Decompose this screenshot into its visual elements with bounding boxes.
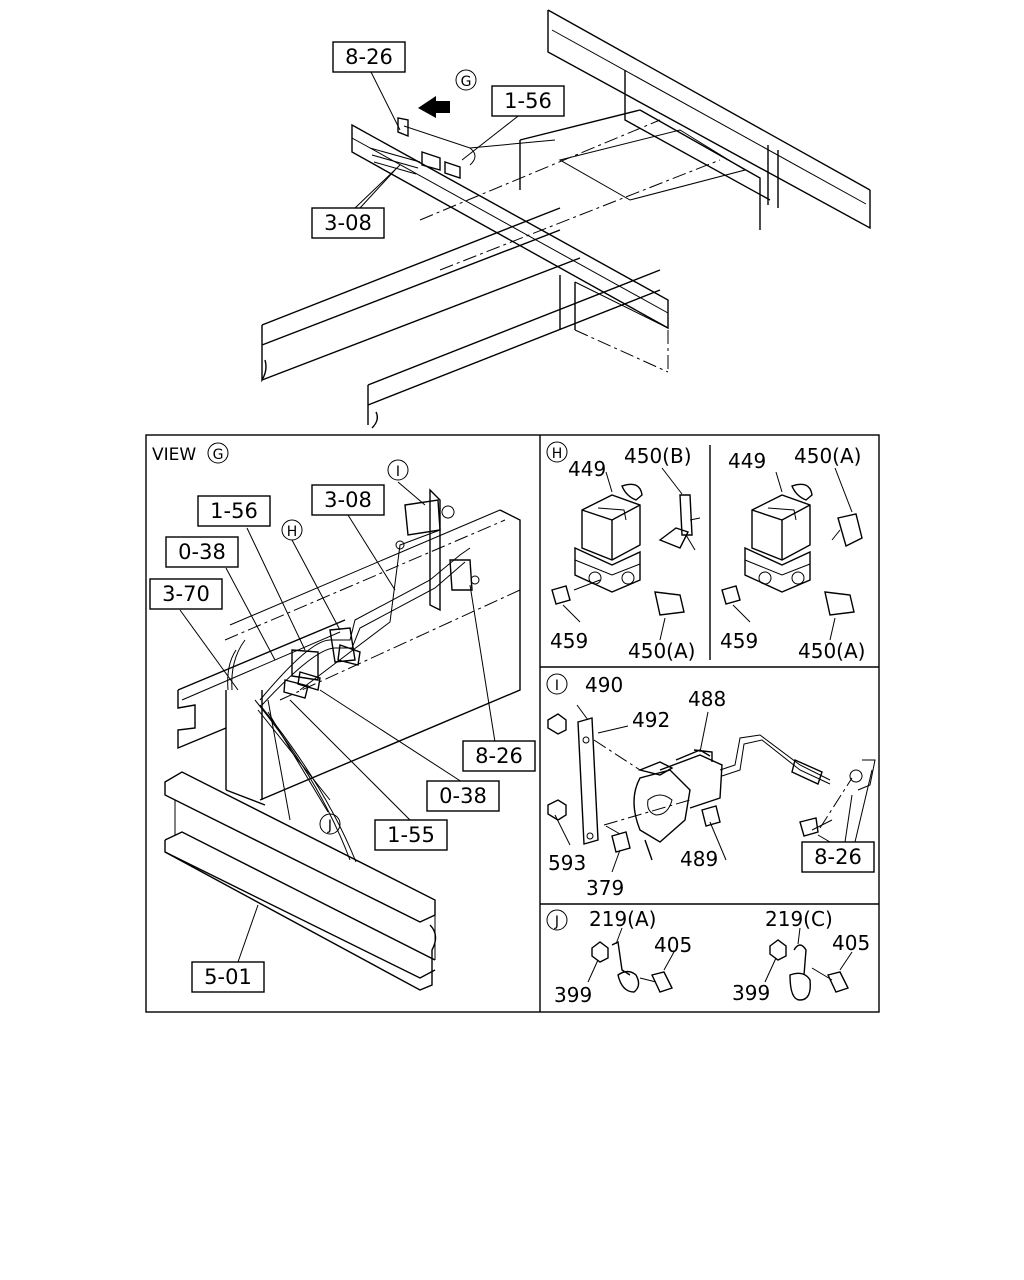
view-g-ref-1-55: 1-55 [374, 819, 448, 851]
svg-text:1-55: 1-55 [387, 823, 435, 847]
svg-text:8-26: 8-26 [475, 744, 523, 768]
panel-j-right-219: 219(C) [765, 907, 833, 931]
top-ref-1-56: 1-56 [491, 85, 565, 117]
panel-j-right-405: 405 [832, 931, 870, 955]
svg-text:0-38: 0-38 [178, 540, 226, 564]
panel-h-left-valve [551, 467, 701, 641]
view-g-ref-8-26: 8-26 [462, 740, 536, 772]
panel-h-right-valve [721, 467, 863, 641]
panel-i-490: 490 [585, 673, 623, 697]
panel-i-489: 489 [680, 847, 718, 871]
svg-text:1-56: 1-56 [210, 499, 258, 523]
panel-h-right-450a-top: 450(A) [794, 444, 861, 468]
svg-text:VIEW: VIEW [152, 445, 196, 465]
svg-text:H: H [287, 524, 298, 540]
top-view-marker-g: G [455, 69, 477, 91]
panel-j-marker: J [546, 909, 568, 931]
svg-text:G: G [213, 447, 224, 463]
svg-text:I: I [555, 678, 559, 694]
panel-i-492: 492 [632, 708, 670, 732]
detail-frame [145, 434, 880, 1013]
view-g-ref-5-01: 5-01 [191, 961, 265, 993]
svg-text:3-70: 3-70 [162, 582, 210, 606]
view-g-marker-i: I [387, 459, 409, 481]
svg-text:J: J [327, 818, 332, 834]
top-ref-3-08: 3-08 [311, 207, 385, 239]
panel-j-left-399: 399 [554, 983, 592, 1007]
view-g-ref-0-38-lower: 0-38 [426, 780, 500, 812]
panel-h-left-450a: 450(A) [628, 639, 695, 663]
svg-text:H: H [552, 446, 563, 462]
view-g-ref-0-38-upper: 0-38 [165, 536, 239, 568]
top-ref-8-26: 8-26 [332, 41, 406, 73]
panel-j-left-clip [587, 927, 675, 993]
panel-i-ref-8-26: 8-26 [801, 841, 875, 873]
panel-h-right-450a: 450(A) [798, 639, 865, 663]
panel-i-illustration [547, 704, 876, 873]
panel-h-right-449: 449 [728, 449, 766, 473]
svg-text:3-08: 3-08 [324, 488, 372, 512]
svg-text:G: G [461, 74, 472, 90]
panel-i-marker: I [546, 673, 568, 695]
panel-h-left-459: 459 [550, 629, 588, 653]
svg-text:3-08: 3-08 [324, 211, 372, 235]
svg-text:8-26: 8-26 [345, 45, 393, 69]
panel-j-right-399: 399 [732, 981, 770, 1005]
svg-text:J: J [554, 914, 559, 930]
panel-h-right-459: 459 [720, 629, 758, 653]
svg-text:8-26: 8-26 [814, 845, 862, 869]
svg-text:0-38: 0-38 [439, 784, 487, 808]
view-g-ref-3-08: 3-08 [311, 484, 385, 516]
panel-i-593: 593 [548, 851, 586, 875]
panel-j-left-405: 405 [654, 933, 692, 957]
view-g-title: VIEW G [152, 442, 229, 465]
view-g-illustration [164, 481, 521, 991]
view-g-marker-h: H [281, 519, 303, 541]
panel-h-left-449: 449 [568, 457, 606, 481]
panel-h-left-450b: 450(B) [624, 444, 692, 468]
svg-text:I: I [396, 464, 400, 480]
panel-j-right-clip [764, 927, 853, 1001]
panel-i-379: 379 [586, 876, 624, 900]
top-chassis-illustration [261, 9, 871, 429]
view-g-marker-j: J [319, 813, 341, 835]
svg-text:1-56: 1-56 [504, 89, 552, 113]
view-g-ref-1-56: 1-56 [197, 495, 271, 527]
panel-h-marker: H [546, 441, 568, 463]
panel-i-488: 488 [688, 687, 726, 711]
svg-text:5-01: 5-01 [204, 965, 252, 989]
panel-j-left-219: 219(A) [589, 907, 656, 931]
view-g-ref-3-70: 3-70 [149, 578, 223, 610]
